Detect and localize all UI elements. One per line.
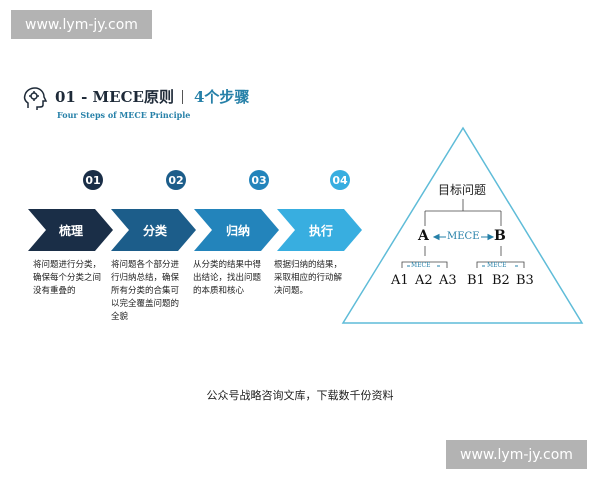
- title-steps: 4个步骤: [194, 88, 250, 106]
- step-number-3: 03: [249, 170, 269, 190]
- tree-leaf-a3: A3: [439, 273, 457, 288]
- step-number-1: 01: [83, 170, 103, 190]
- step-number-2: 02: [166, 170, 186, 190]
- step-desc-3: 从分类的结果中得出结论，找出问题的本质和核心: [193, 260, 262, 296]
- title-divider: [182, 90, 183, 104]
- step-label-3: 归纳: [226, 224, 251, 238]
- tree-goal: 目标问题: [438, 183, 487, 197]
- tree-leaf-a2: A2: [415, 273, 433, 288]
- step-arrow-4: [277, 209, 362, 251]
- tree-node-b: B: [494, 228, 506, 244]
- step-label-4: 执行: [309, 224, 334, 238]
- head-gear-icon: [23, 87, 48, 110]
- watermark-bottom: www.lym-jy.com: [446, 440, 587, 469]
- step-arrow-1: [28, 209, 113, 251]
- step-label-1: 梳理: [59, 224, 84, 238]
- tree-leaf-b3: B3: [516, 273, 534, 288]
- triangle-outline: [341, 126, 584, 324]
- step-desc-2: 将问题各个部分进行归纳总结，确保所有分类的合集可以完全覆盖问题的全貌: [111, 260, 180, 322]
- tree-mece-small-a: MECE: [411, 262, 431, 269]
- watermark-top: www.lym-jy.com: [11, 10, 152, 39]
- page-title: 01 - MECE原则: [55, 88, 174, 106]
- step-number-4: 04: [330, 170, 350, 190]
- step-desc-4: 根据归纳的结果，采取相应的行动解决问题。: [274, 260, 343, 296]
- tree-mece-label: MECE: [447, 231, 480, 242]
- step-arrow-3: [194, 209, 279, 251]
- tree-node-a: A: [418, 228, 429, 244]
- step-label-2: 分类: [143, 224, 168, 238]
- page-subtitle: Four Steps of MECE Principle: [57, 110, 191, 120]
- step-desc-1: 将问题进行分类，确保每个分类之间没有重叠的: [33, 260, 102, 296]
- tree-leaf-b1: B1: [467, 273, 485, 288]
- tree-leaf-a1: A1: [391, 273, 409, 288]
- tree-mece-small-b: MECE: [487, 262, 507, 269]
- step-arrow-2: [111, 209, 196, 251]
- tree-leaf-b2: B2: [492, 273, 510, 288]
- footer-caption: 公众号战略咨询文库，下载数千份资料: [206, 389, 394, 402]
